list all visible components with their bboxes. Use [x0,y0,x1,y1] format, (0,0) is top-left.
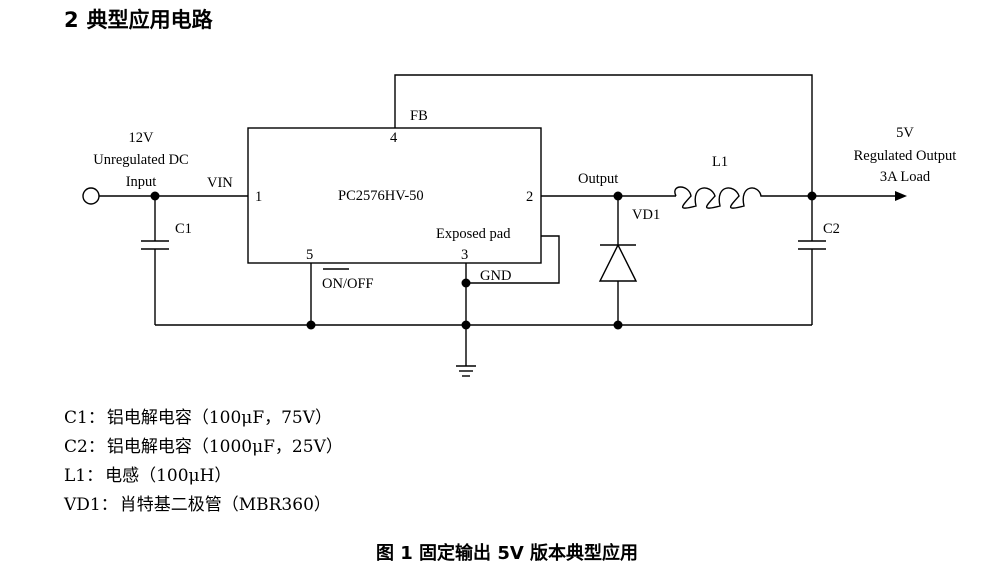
exposed-pad-label: Exposed pad [436,226,511,242]
junction-dot-rail-diode [613,320,623,330]
junction-dot-rail-pin5 [306,320,316,330]
component-c1: C1：铝电解电容（100μF，75V） [64,404,343,433]
inductor-l1 [674,186,768,209]
junction-dot-rail-gnd [461,320,471,330]
pin-vin-label: VIN [207,175,233,191]
section-heading: 2 典型应用电路 [64,4,213,34]
circuit-schematic: 12V Unregulated DC Input VIN 1 4 FB PC25… [82,74,957,377]
on-label: ON [322,276,343,292]
vd1-label: VD1 [632,207,660,223]
wire-feedback [394,74,813,196]
component-ref: C1： [64,408,105,428]
c2-label: C2 [823,221,840,237]
gnd-label: GND [480,268,511,284]
section-number: 2 [64,8,79,32]
component-vd1: VD1：肖特基二极管（MBR360） [64,491,343,520]
section-title: 典型应用电路 [86,8,213,32]
component-list: C1：铝电解电容（100μF，75V） C2：铝电解电容（1000μF，25V）… [64,404,343,520]
pin-fb-label: FB [410,108,428,124]
component-c2: C2：铝电解电容（1000μF，25V） [64,433,343,462]
component-ref: C2： [64,437,105,457]
junction-dot-vout [807,191,817,201]
chip-name-label: PC2576HV-50 [338,188,424,204]
output-node-label: Output [578,171,618,187]
pin3-label: 3 [461,247,468,263]
pin2-label: 2 [526,189,533,205]
off-label: /OFF [343,276,374,292]
component-ref: L1： [64,466,104,486]
component-desc: 铝电解电容（100μF，75V） [106,408,333,428]
component-ref: VD1： [64,495,118,515]
pin5-label: 5 [306,247,313,263]
junction-dot-vin [150,191,160,201]
output-arrow [895,191,907,201]
diode-triangle [598,243,638,282]
input-voltage-label: 12V [129,130,155,146]
wire-exposed-pad [466,235,560,284]
component-desc: 铝电解电容（1000μF，25V） [106,437,343,457]
load-desc-label: 3A Load [880,169,931,185]
input-word-label: Input [126,174,157,190]
junction-dot-output [613,191,623,201]
component-desc: 肖特基二极管（MBR360） [119,495,331,515]
output-voltage-label: 5V [896,125,914,141]
figure-caption: 图 1 固定输出 5V 版本典型应用 [376,543,639,564]
l1-label: L1 [712,154,728,170]
junction-dot-gnd [461,278,471,288]
component-l1: L1：电感（100μH） [64,462,343,491]
component-desc: 电感（100μH） [105,466,232,486]
input-desc-label: Unregulated DC [93,152,188,168]
c1-label: C1 [175,221,192,237]
pin1-label: 1 [255,189,262,205]
on-off-label: ON/OFF [322,276,374,292]
output-desc-label: Regulated Output [854,148,957,164]
pin4-label: 4 [390,130,398,146]
input-terminal [82,187,100,205]
